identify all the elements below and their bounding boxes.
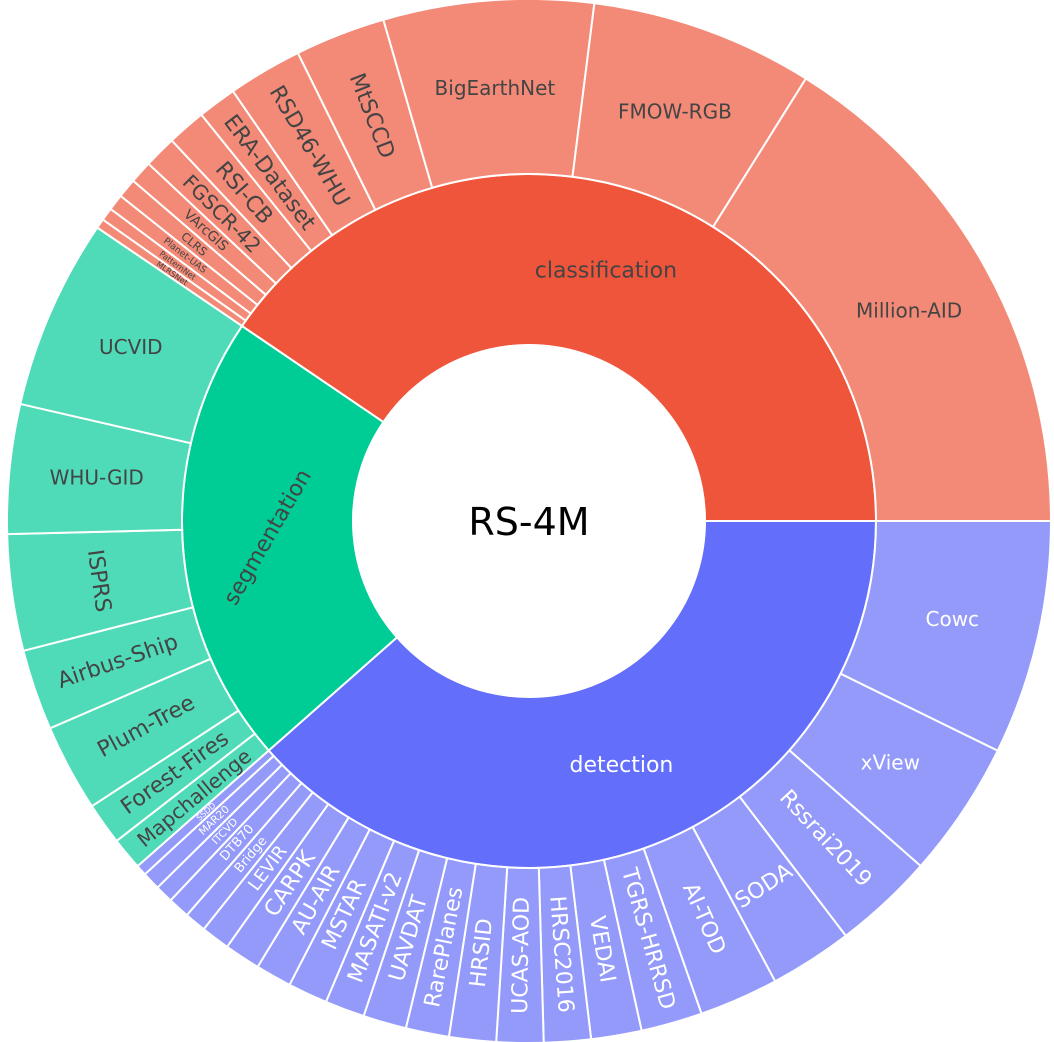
sunburst-segments: [6, 0, 1053, 1042]
category-label-detection: detection: [569, 753, 673, 778]
label-whu-gid: WHU-GID: [50, 465, 144, 489]
label-bigearthnet: BigEarthNet: [435, 76, 556, 100]
label-million-aid: Million-AID: [856, 298, 962, 322]
label-fmow-rgb: FMOW-RGB: [618, 100, 732, 124]
label-cowc: Cowc: [925, 607, 979, 631]
label-ucas-aod: UCAS-AOD: [508, 897, 535, 1014]
category-label-classification: classification: [535, 259, 677, 284]
label-xview: xView: [861, 750, 920, 774]
chart-title: RS-4M: [468, 500, 589, 544]
label-ucvid: UCVID: [99, 335, 163, 359]
segment-million-aid[interactable]: [711, 77, 1053, 522]
